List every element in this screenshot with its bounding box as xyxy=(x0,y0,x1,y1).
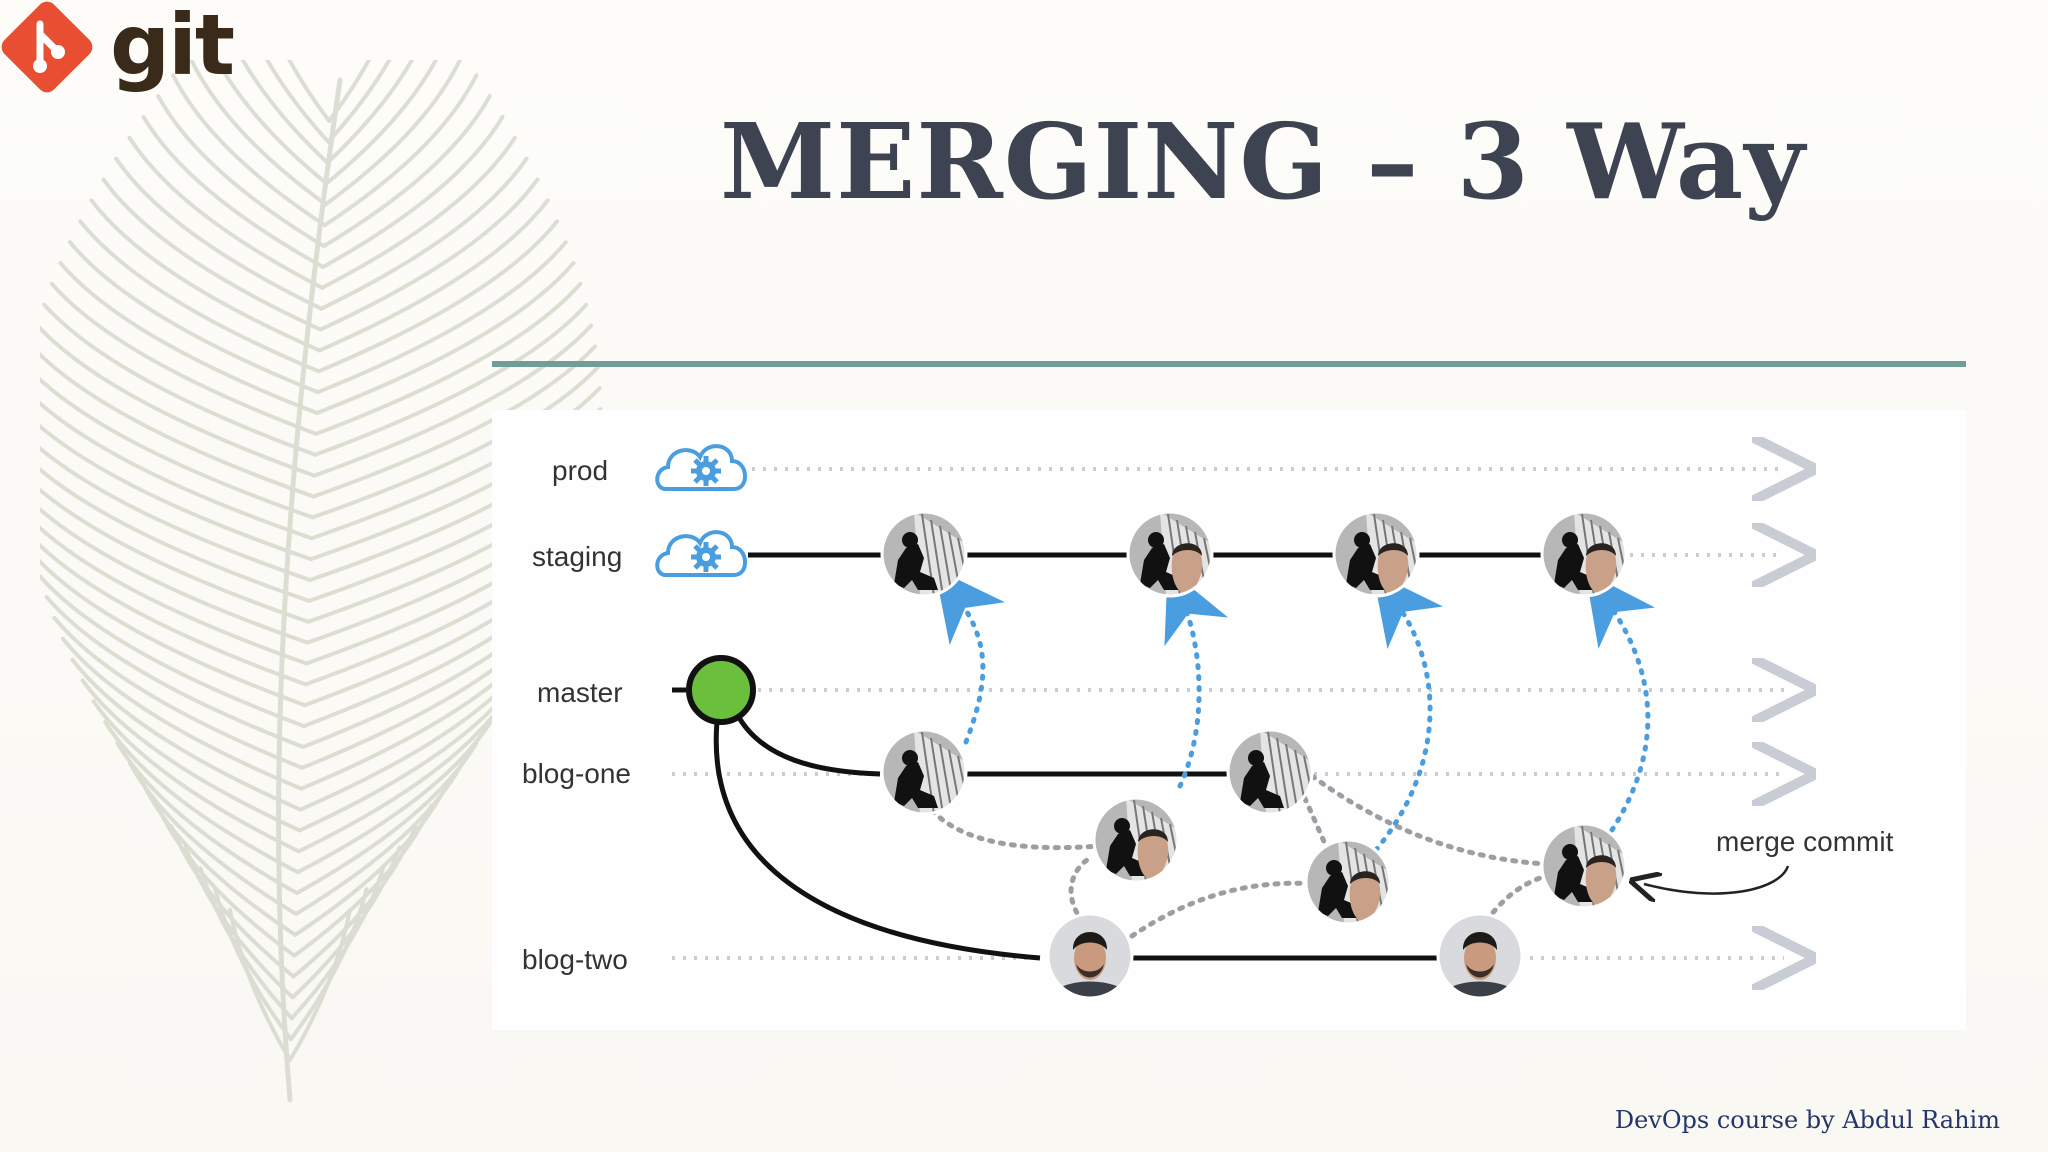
footer-credit: DevOps course by Abdul Rahim xyxy=(1614,1106,2000,1134)
slide-title: MERGING – 3 Way xyxy=(720,100,1806,223)
commit-avatar xyxy=(1436,912,1524,1000)
commit-avatar xyxy=(1332,510,1420,598)
cloud-gear-icon xyxy=(655,530,747,577)
cloud-gear-icon xyxy=(655,444,747,491)
merge-path-3 xyxy=(1129,880,1323,939)
branch-label-master: master xyxy=(537,677,623,708)
commit-avatar xyxy=(1540,510,1628,598)
branch-label-blog-one: blog-one xyxy=(522,758,631,789)
commit-avatar xyxy=(1092,796,1180,884)
staging-arrow-2 xyxy=(1164,568,1229,789)
commit-avatar xyxy=(1304,838,1392,926)
branch-label-staging: staging xyxy=(532,541,622,572)
branch-label-prod: prod xyxy=(552,455,608,486)
git-diamond-icon xyxy=(1,1,93,93)
staging-arrow-4 xyxy=(1585,571,1655,833)
branch-label-blog-two: blog-two xyxy=(522,944,628,975)
merge-path-5 xyxy=(1309,773,1549,867)
git-logo: git xyxy=(0,0,240,100)
staging-arrow-3 xyxy=(1372,572,1444,853)
merge-commit-label: merge commit xyxy=(1716,826,1894,857)
title-divider xyxy=(492,361,1966,367)
green-commit-dot xyxy=(686,655,756,725)
commit-avatar xyxy=(1126,510,1214,598)
commit-avatar xyxy=(1226,728,1314,816)
merge-paths xyxy=(922,773,1549,939)
commit-avatar xyxy=(880,728,968,816)
merge-commit-pointer xyxy=(1644,865,1790,894)
staging-arrow-1 xyxy=(934,568,1006,745)
commit-avatars xyxy=(880,510,1628,1000)
master-to-blog-one-curve xyxy=(733,710,881,777)
git-wordmark: git xyxy=(110,0,235,94)
staging-merge-arrows xyxy=(934,568,1655,853)
master-to-blog-two-curve xyxy=(713,711,1041,961)
commit-avatar xyxy=(880,510,968,598)
commit-avatar xyxy=(1046,912,1134,1000)
solid-branch-lines xyxy=(672,552,1580,961)
merge-path-1 xyxy=(922,799,1103,851)
commit-avatar xyxy=(1540,822,1628,910)
